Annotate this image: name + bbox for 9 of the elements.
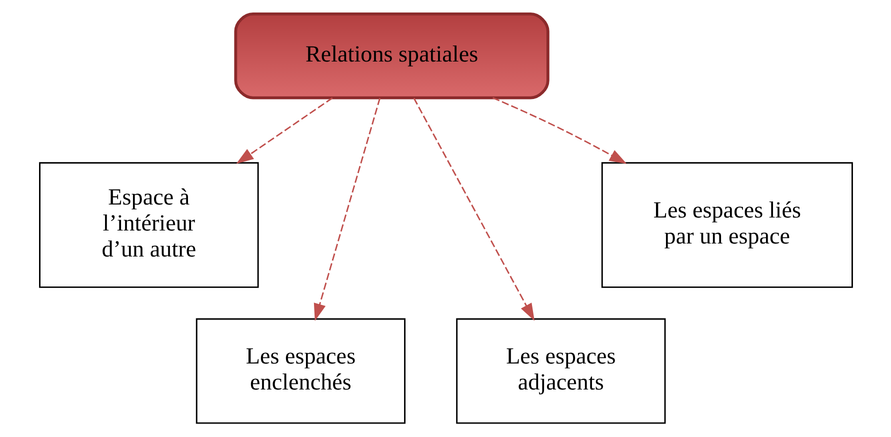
node-box: Espace à l’intérieur d’un autre	[38, 162, 258, 288]
arrow	[313, 98, 380, 321]
arrow	[236, 97, 332, 164]
arrow	[492, 97, 626, 164]
node-box: Les espaces liés par un espace	[600, 162, 852, 288]
node-box: Les espaces adjacents	[456, 318, 666, 424]
node-box: Les espaces enclenchés	[195, 318, 406, 424]
arrow	[412, 98, 534, 321]
node-box: Relations spatiales	[234, 12, 549, 100]
